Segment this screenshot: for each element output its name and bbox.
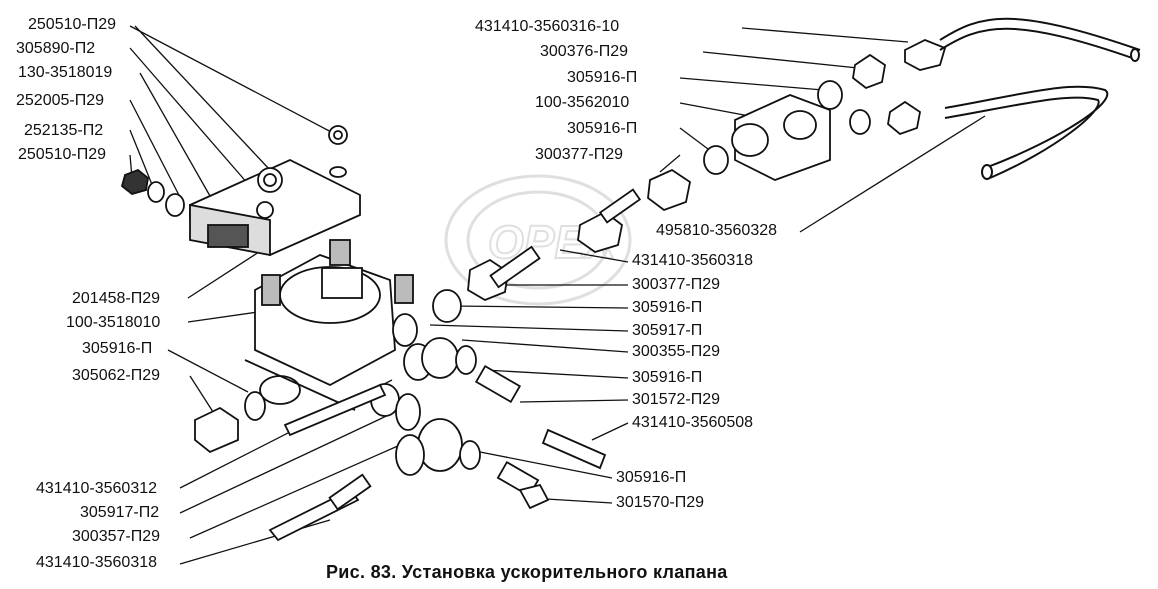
label-left-2: 305890-П2 bbox=[16, 40, 96, 57]
middle-fittings bbox=[432, 145, 729, 323]
mounting-bracket bbox=[189, 125, 361, 257]
label-left-8: 100-3518010 bbox=[66, 314, 161, 331]
label-left-9: 305916-П bbox=[82, 340, 153, 357]
label-left-14: 431410-3560318 bbox=[36, 554, 158, 571]
right-valve-assembly bbox=[731, 39, 947, 181]
label-left-10: 305062-П29 bbox=[72, 367, 161, 384]
label-right-13: 305916-П bbox=[632, 369, 703, 386]
label-left-5: 252135-П2 bbox=[24, 122, 104, 139]
label-right-4: 100-3562010 bbox=[535, 94, 630, 111]
label-right-12: 300355-П29 bbox=[632, 343, 721, 360]
label-left-11: 431410-3560312 bbox=[36, 480, 158, 497]
label-left-4: 252005-П29 bbox=[16, 92, 105, 109]
label-right-7: 495810-3560328 bbox=[656, 222, 778, 239]
label-right-6: 300377-П29 bbox=[535, 146, 624, 163]
nut-washer-stack bbox=[120, 168, 185, 217]
banjo-fittings bbox=[395, 337, 550, 510]
label-right-15: 431410-3560508 bbox=[632, 414, 754, 431]
label-left-3: 130-3518019 bbox=[18, 64, 113, 81]
label-right-14: 301572-П29 bbox=[632, 391, 721, 408]
figure-caption: Рис. 83. Установка ускорительного клапан… bbox=[326, 562, 728, 582]
tubes bbox=[268, 383, 607, 542]
label-right-9: 300377-П29 bbox=[632, 276, 721, 293]
label-right-1: 431410-3560316-10 bbox=[475, 18, 620, 35]
label-right-5: 305916-П bbox=[567, 120, 638, 137]
label-right-17: 301570-П29 bbox=[616, 494, 705, 511]
label-right-2: 300376-П29 bbox=[540, 43, 629, 60]
accelerator-valve-body bbox=[244, 239, 418, 417]
label-right-10: 305916-П bbox=[632, 299, 703, 316]
label-left-12: 305917-П2 bbox=[80, 504, 160, 521]
label-left-6: 250510-П29 bbox=[18, 146, 107, 163]
label-right-16: 305916-П bbox=[616, 469, 687, 486]
plug-washer bbox=[194, 391, 266, 454]
label-left-13: 300357-П29 bbox=[72, 528, 161, 545]
air-line-tube bbox=[939, 17, 1141, 180]
label-left-1: 250510-П29 bbox=[28, 16, 117, 33]
label-right-3: 305916-П bbox=[567, 69, 638, 86]
label-right-11: 305917-П bbox=[632, 322, 703, 339]
label-right-8: 431410-3560318 bbox=[632, 252, 754, 269]
label-left-7: 201458-П29 bbox=[72, 290, 161, 307]
